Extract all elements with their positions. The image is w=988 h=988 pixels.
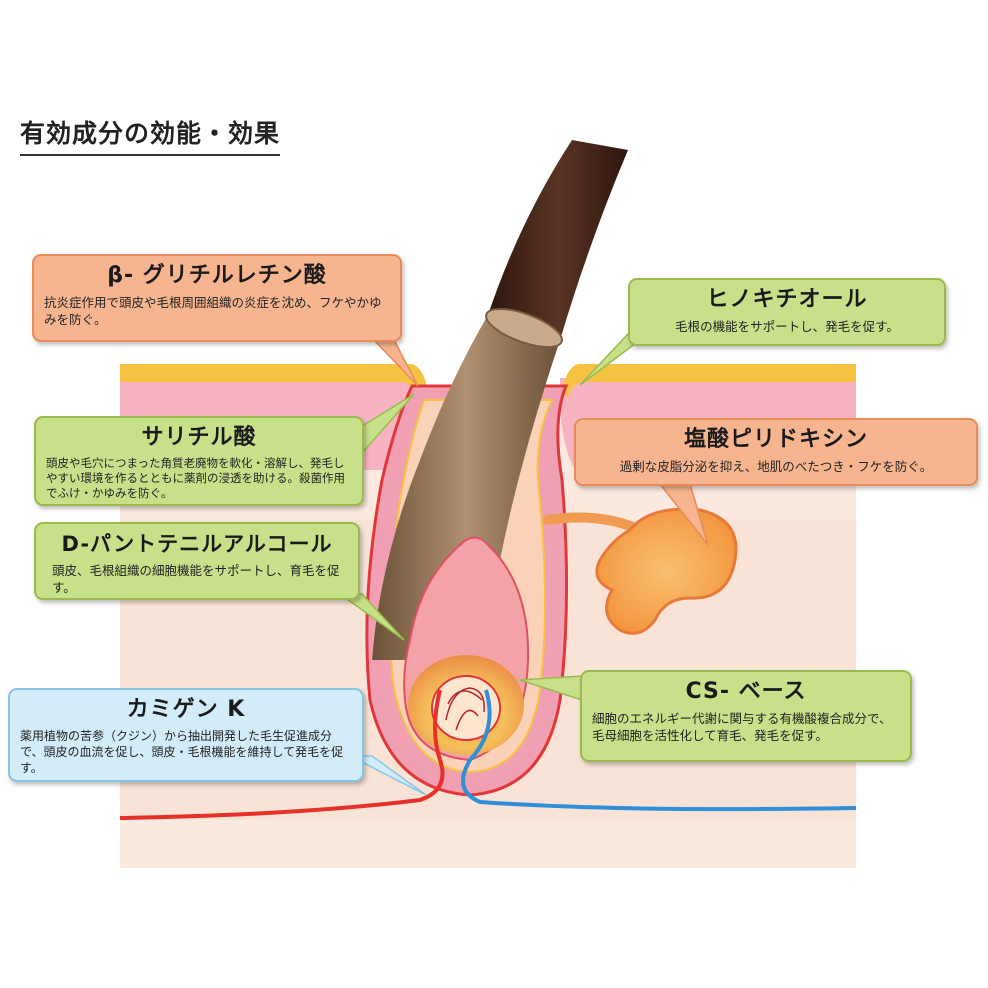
callout-desc: 過剰な皮脂分泌を抑え、地肌のべたつき・フケを防ぐ。	[619, 459, 933, 474]
hair-cut-end	[485, 308, 563, 348]
callout-name: サリチル酸	[141, 425, 257, 450]
callout-hinokitiol: ヒノキチオール 毛根の機能をサポートし、発毛を促す。	[628, 278, 946, 346]
callout-desc: 薬用植物の苦参（クジン）から抽出開発した毛生促進成分で、頭皮の血流を促し、頭皮・…	[20, 729, 344, 775]
callout-name: β- グリチルレチン酸	[107, 263, 327, 288]
callout-kamigen-k: カミゲン K 薬用植物の苦参（クジン）から抽出開発した毛生促進成分で、頭皮の血流…	[8, 688, 364, 782]
sebaceous-gland	[595, 507, 738, 635]
callout-beta-glycyrrhetinic-acid: β- グリチルレチン酸 抗炎症作用で頭皮や毛根周囲組織の炎症を沈め、フケやかゆみ…	[32, 254, 402, 342]
callout-name: ヒノキチオール	[706, 287, 868, 312]
page-title: 有効成分の効能・効果	[20, 114, 281, 156]
callout-panthenyl-alcohol: D-パントテニルアルコール 頭皮、毛根組織の細胞機能をサポートし、育毛を促す。	[34, 522, 360, 600]
callout-name: D-パントテニルアルコール	[61, 532, 333, 556]
callout-desc: 頭皮や毛穴につまった角質老廃物を軟化・溶解し、発毛しやすい環境を作るとともに薬剤…	[46, 456, 345, 500]
callout-name: CS- ベース	[685, 679, 807, 704]
callout-pyridoxine: 塩酸ピリドキシン 過剰な皮脂分泌を抑え、地肌のべたつき・フケを防ぐ。	[574, 418, 978, 486]
callout-cs-base: CS- ベース 細胞のエネルギー代謝に関与する有機酸複合成分で、毛母細胞を活性化…	[580, 670, 912, 762]
dermal-papilla	[431, 675, 501, 741]
callout-salicylic-acid: サリチル酸 頭皮や毛穴につまった角質老廃物を軟化・溶解し、発毛しやすい環境を作る…	[34, 416, 364, 506]
skin-surface-right	[562, 364, 856, 398]
callout-name: 塩酸ピリドキシン	[683, 427, 868, 452]
hair-shaft	[488, 140, 628, 340]
callout-name: カミゲン K	[126, 697, 246, 722]
callout-desc: 頭皮、毛根組織の細胞機能をサポートし、育毛を促す。	[52, 563, 340, 595]
skin-surface	[120, 364, 428, 398]
vein-vessel	[460, 689, 857, 812]
callout-desc: 抗炎症作用で頭皮や毛根周囲組織の炎症を沈め、フケやかゆみを防ぐ。	[44, 295, 382, 327]
callout-desc: 細胞のエネルギー代謝に関与する有機酸複合成分で、毛母細胞を活性化して育毛、発毛を…	[592, 711, 892, 743]
artery-vessel	[119, 689, 445, 820]
callout-desc: 毛根の機能をサポートし、発毛を促す。	[675, 319, 899, 334]
hair-root	[372, 315, 560, 660]
papilla-capillaries	[445, 687, 485, 731]
